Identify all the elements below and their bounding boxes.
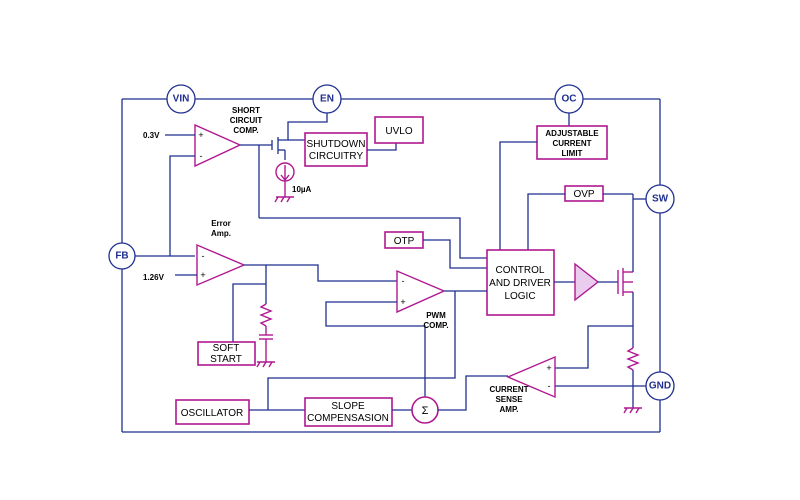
pin-oc-label: OC	[562, 94, 577, 105]
ea-minus-sign: -	[202, 251, 205, 261]
adjustable-current-limit-block	[536, 125, 608, 160]
acl-label-3: LIMIT	[562, 149, 583, 158]
slope-label-1: SLOPE	[331, 401, 365, 412]
error-amp-label-1: Error	[211, 219, 231, 228]
short-circuit-label-3: COMP.	[233, 126, 258, 135]
short-circuit-comparator: + -	[194, 123, 242, 168]
current-sense-label-1: CURRENT	[489, 385, 528, 394]
gate-driver	[574, 262, 600, 302]
acl-label-1: ADJUSTABLE	[545, 129, 599, 138]
shutdown-label-2: CIRCUITRY	[309, 151, 364, 162]
sc-minus-sign: -	[200, 151, 203, 161]
current-source-icon	[274, 162, 295, 203]
ea-plus-sign: +	[200, 270, 205, 280]
shutdown-label-1: SHUTDOWN	[307, 139, 366, 150]
uvlo-block	[374, 116, 424, 144]
error-amp-label-2: Amp.	[211, 229, 231, 238]
pwm-minus-sign: -	[402, 276, 405, 286]
control-label-2: AND DRIVER	[489, 278, 551, 289]
pin-gnd-label: GND	[649, 381, 671, 392]
otp-label: OTP	[394, 236, 415, 247]
oscillator-label: OSCILLATOR	[181, 408, 243, 419]
uvlo-label: UVLO	[385, 126, 412, 137]
sense-resistor-icon	[626, 347, 640, 371]
current-sense-label-2: SENSE	[495, 395, 523, 404]
v126-label: 1.26V	[143, 273, 165, 282]
control-driver-logic-block	[486, 249, 555, 316]
current-sense-amplifier: + -	[506, 355, 556, 399]
pin-gnd: GND	[645, 371, 675, 401]
pin-en-label: EN	[320, 94, 334, 105]
compensation-network	[256, 303, 275, 368]
pin-fb: FB	[108, 242, 136, 270]
pin-sw-label: SW	[652, 194, 669, 205]
v03-label: 0.3V	[143, 131, 160, 140]
soft-start-label-2: START	[210, 354, 242, 365]
control-label-3: LOGIC	[504, 291, 535, 302]
power-mosfet	[617, 268, 633, 296]
pin-oc: OC	[554, 84, 584, 114]
control-label-1: CONTROL	[496, 265, 545, 276]
soft-start-label-1: SOFT	[213, 343, 240, 354]
pin-sw: SW	[645, 184, 675, 214]
current-source-label: 10µA	[292, 185, 312, 194]
pin-vin: VIN	[166, 84, 196, 114]
csa-plus-sign: +	[546, 363, 551, 373]
slope-compensation-block	[304, 397, 393, 427]
shutdown-switch	[271, 113, 328, 160]
error-amplifier: - +	[196, 243, 246, 287]
outer-frame-wires	[121, 98, 661, 433]
ground-icon-sense	[623, 407, 642, 414]
pwm-plus-sign: +	[400, 297, 405, 307]
pin-vin-label: VIN	[173, 94, 190, 105]
acl-label-2: CURRENT	[552, 139, 591, 148]
soft-start-block	[197, 341, 256, 366]
csa-minus-sign: -	[548, 381, 551, 391]
ovp-label: OVP	[573, 189, 594, 200]
pin-fb-label: FB	[115, 251, 128, 262]
current-sense-label-3: AMP.	[500, 405, 519, 414]
pwm-comparator: - +	[396, 269, 446, 314]
pwm-comp-label-2: COMP.	[423, 321, 448, 330]
sc-plus-sign: +	[198, 130, 203, 140]
pin-en: EN	[312, 84, 342, 114]
short-circuit-label-2: CIRCUIT	[230, 116, 263, 125]
pwm-comp-label-1: PWM	[426, 311, 446, 320]
slope-label-2: COMPENSASION	[307, 413, 389, 424]
summing-node-symbol: Σ	[422, 405, 429, 417]
oscillator-block	[175, 399, 250, 425]
short-circuit-label-1: SHORT	[232, 106, 260, 115]
